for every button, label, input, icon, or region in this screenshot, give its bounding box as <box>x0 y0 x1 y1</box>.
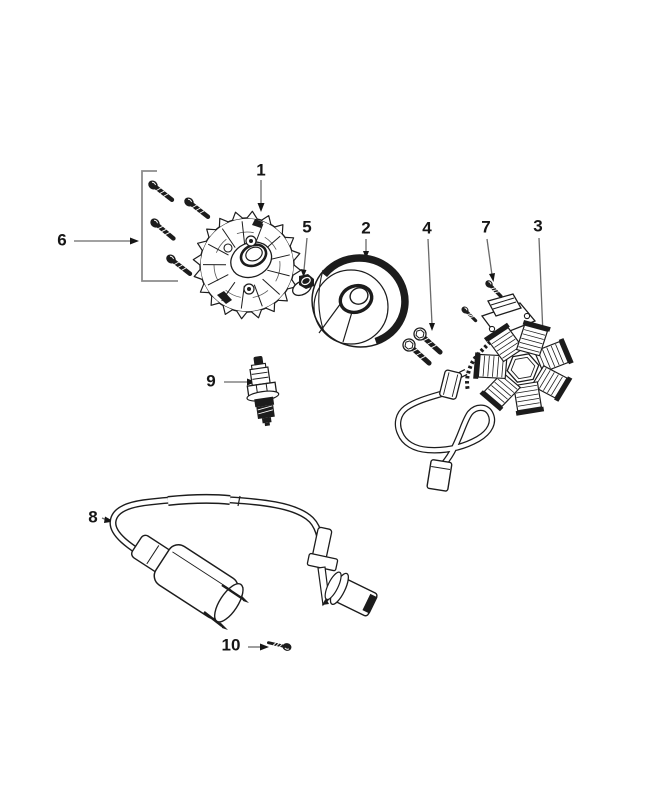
bolt <box>413 327 443 355</box>
callout-8: 8 <box>88 507 98 527</box>
bolt <box>266 641 292 651</box>
callout-1: 1 <box>256 160 266 180</box>
bolt <box>184 197 211 220</box>
bolt <box>485 280 503 298</box>
ignition-coil-part-8 <box>109 493 378 630</box>
flange-nut-part-5 <box>292 274 314 297</box>
screw-part-10 <box>266 641 292 651</box>
callout-9: 9 <box>206 371 216 391</box>
bolt <box>461 306 478 323</box>
callout-2: 2 <box>361 218 371 238</box>
harness-connector <box>426 459 453 492</box>
callout-10: 10 <box>221 635 241 655</box>
coil-body <box>131 534 244 623</box>
stator-harness <box>394 369 496 492</box>
flywheel-part-1 <box>192 210 302 320</box>
bolt <box>150 218 176 241</box>
callout-4: 4 <box>422 218 432 238</box>
callout-5: 5 <box>302 217 312 237</box>
bolt <box>166 254 193 277</box>
rotor-drum-part-2 <box>311 254 409 348</box>
spark-plug-cap <box>306 526 378 617</box>
screw-part-7 <box>461 280 503 323</box>
bolt-pair-part-4 <box>402 327 443 366</box>
callout-7: 7 <box>481 217 491 237</box>
bolt <box>402 338 432 366</box>
bolt-set-part-6 <box>141 170 211 282</box>
spark-plug-part-9 <box>246 356 280 427</box>
leader-lines <box>74 180 544 648</box>
stator-part-3 <box>465 293 574 416</box>
bolt <box>148 180 175 203</box>
callout-3: 3 <box>533 216 543 236</box>
callout-6: 6 <box>57 230 67 250</box>
bolt-group <box>148 180 211 277</box>
